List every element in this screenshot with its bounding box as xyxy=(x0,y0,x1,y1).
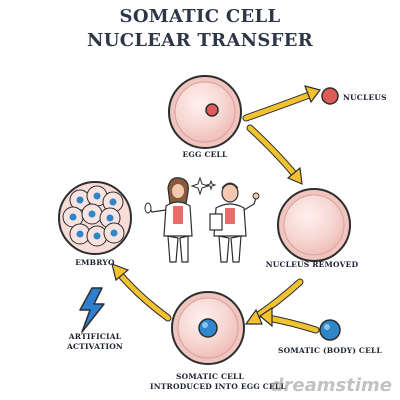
label-artificial-activation-line-2: ACTIVATION xyxy=(66,342,123,351)
sparkle-icon xyxy=(190,176,217,196)
arrow-egg-to-removed xyxy=(246,124,303,185)
label-nucleus-removed: NUCLEUS REMOVED xyxy=(265,260,359,269)
label-egg-cell: EGG CELL xyxy=(182,150,228,159)
arrow-egg-to-nucleus xyxy=(242,85,322,122)
enucleated-egg-cell xyxy=(277,188,351,262)
egg-cell-with-somatic-nucleus xyxy=(171,291,245,365)
watermark: dreamstime xyxy=(270,375,392,396)
somatic-body-cell xyxy=(319,319,341,341)
lightning-icon xyxy=(79,287,105,333)
label-somatic-body-cell: SOMATIC (BODY) CELL xyxy=(278,346,382,355)
egg-cell xyxy=(168,75,242,149)
diagram-title-line-2: NUCLEAR TRANSFER xyxy=(86,30,314,51)
label-artificial-activation-line-1: ARTIFICIAL xyxy=(68,332,122,341)
arrow-somatic-to-introduced xyxy=(258,306,320,334)
scientist-female-illustration xyxy=(144,177,193,263)
label-nucleus: NUCLEUS xyxy=(343,93,387,102)
arrow-introduced-to-embryo xyxy=(111,263,172,322)
label-somatic-cell-introduced-line-1: SOMATIC CELL xyxy=(176,372,244,381)
scientist-male-illustration xyxy=(209,182,260,263)
diagram-title-line-1: SOMATIC CELL xyxy=(119,6,281,27)
arrow-removed-to-introduced xyxy=(244,278,304,325)
label-somatic-cell-introduced-line-2: INTRODUCED INTO EGG CELL xyxy=(150,382,286,391)
label-embryo: EMBRYO xyxy=(75,258,115,267)
embryo xyxy=(58,181,132,255)
nucleus-extracted xyxy=(321,87,339,105)
